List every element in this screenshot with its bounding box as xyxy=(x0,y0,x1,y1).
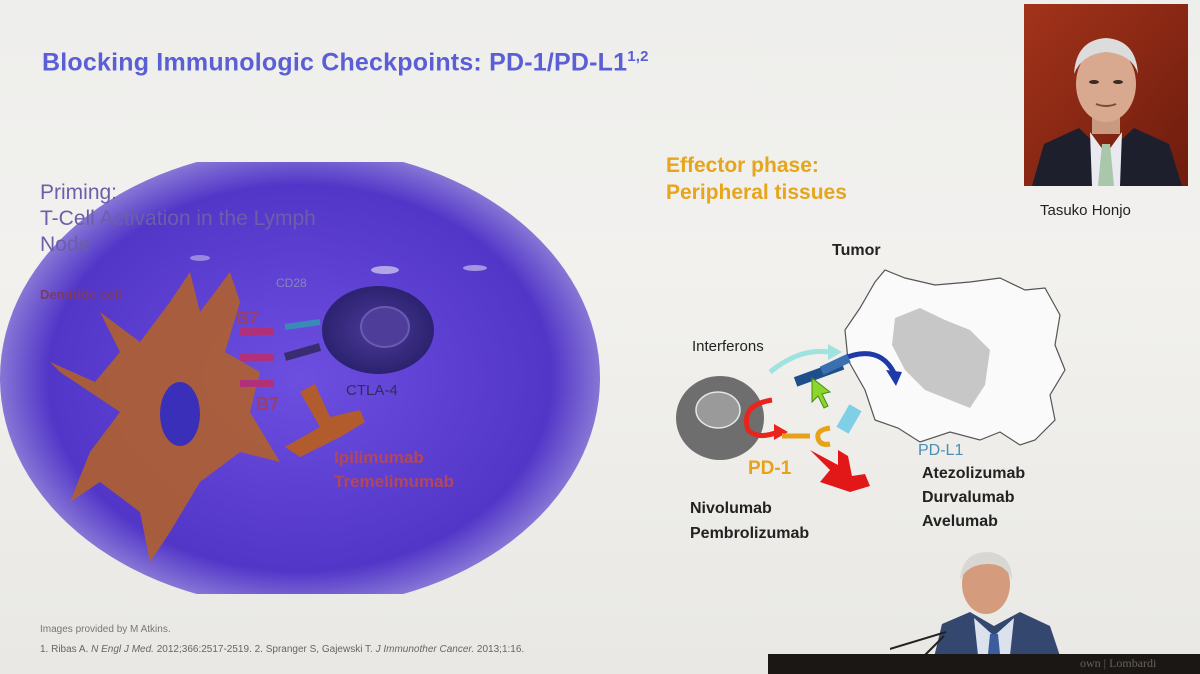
interferon-arrowhead xyxy=(828,344,842,360)
pd1-signal-arrowhead xyxy=(774,424,788,440)
ctla4-label: CTLA-4 xyxy=(346,382,398,399)
title-superscript: 1,2 xyxy=(627,48,649,65)
dendritic-nucleus xyxy=(160,382,200,446)
drug-name: Ipilimumab xyxy=(334,448,424,467)
mhc-receptor xyxy=(819,354,851,375)
drug-name: Tremelimumab xyxy=(334,472,454,491)
anti-pd1-antibody xyxy=(810,450,870,492)
tumor-core xyxy=(892,308,990,408)
b7-label: B7 xyxy=(256,394,280,414)
effector-line: Effector phase: xyxy=(666,154,819,177)
dendritic-cell-label: Dendritic cell xyxy=(40,287,122,302)
ctla4-drugs: Ipilimumab Tremelimumab xyxy=(334,446,454,494)
priming-line: Priming: xyxy=(40,181,118,204)
portrait-eye xyxy=(1089,80,1099,84)
portrait-mouth xyxy=(1095,103,1117,107)
portrait-hair xyxy=(1074,38,1138,74)
signal-arrowhead xyxy=(886,370,902,386)
anti-ctla4-antibody xyxy=(285,384,365,457)
light-fleck xyxy=(371,266,399,274)
light-fleck xyxy=(463,265,487,271)
ref-journal: J Immunother Cancer. xyxy=(375,644,475,655)
ref-journal: N Engl J Med. xyxy=(91,644,154,655)
pdl1-label: PD-L1 xyxy=(918,442,964,459)
portrait-photo xyxy=(1024,4,1188,186)
portrait-face xyxy=(1076,46,1136,122)
drug-name: Pembrolizumab xyxy=(690,525,810,542)
b7-label: B7 xyxy=(236,308,260,328)
t-cell-nucleus xyxy=(360,306,410,348)
podium-sign: own | Lombardi xyxy=(1080,656,1157,670)
priming-diagram xyxy=(0,162,600,594)
ctla4-receptor xyxy=(283,343,322,361)
slide-title: Blocking Immunologic Checkpoints: PD-1/P… xyxy=(42,48,649,77)
portrait-tie xyxy=(1098,144,1114,186)
effector-line: Peripheral tissues xyxy=(666,181,847,204)
pd1-cup xyxy=(815,425,831,447)
slide-title-text: Blocking Immunologic Checkpoints: PD-1/P… xyxy=(42,48,628,77)
speaker-head xyxy=(962,554,1010,614)
priming-line: Node xyxy=(40,233,91,256)
pdl1-drug-list: Atezolizumab Durvalumab Avelumab xyxy=(922,462,1025,534)
tumor-label: Tumor xyxy=(832,242,881,259)
light-fleck xyxy=(190,255,210,261)
ref-text: 2013;1:16. xyxy=(474,644,525,655)
cd28-label: CD28 xyxy=(276,276,307,290)
pd1-label: PD-1 xyxy=(748,458,792,479)
b7-bar xyxy=(240,328,274,335)
drug-name: Durvalumab xyxy=(922,489,1015,506)
pd1-drug-list: Nivolumab Pembrolizumab xyxy=(690,496,809,546)
portrait-caption: Tasuko Honjo xyxy=(1040,202,1131,219)
ref-text: 2012;366:2517-2519. 2. Spranger S, Gajew… xyxy=(153,644,376,655)
cd28-receptor xyxy=(284,319,321,330)
priming-line: T-Cell Activation in the Lymph xyxy=(40,207,316,230)
image-credit: Images provided by M Atkins. xyxy=(40,624,171,635)
portrait-eye xyxy=(1113,80,1123,84)
drug-name: Atezolizumab xyxy=(922,465,1026,482)
pd1-signal-arrow xyxy=(744,397,779,438)
interferon-arrow xyxy=(768,348,829,374)
interferons-label: Interferons xyxy=(692,338,764,355)
references: 1. Ribas A. N Engl J Med. 2012;366:2517-… xyxy=(40,644,524,655)
speaker-hair xyxy=(960,552,1012,580)
cursor-icon xyxy=(811,376,832,409)
drug-name: Avelumab xyxy=(922,513,998,530)
microphone-stand xyxy=(890,631,947,651)
b7-bar xyxy=(240,380,274,387)
podium xyxy=(768,654,1200,674)
priming-heading: Priming: T-Cell Activation in the Lymph … xyxy=(40,180,316,258)
pdl1-ligand xyxy=(836,404,862,434)
effector-diagram xyxy=(676,269,1066,492)
ref-text: 1. Ribas A. xyxy=(40,644,92,655)
b7-bar xyxy=(240,354,274,361)
effector-t-cell-nucleus xyxy=(695,391,741,429)
drug-name: Nivolumab xyxy=(690,500,772,517)
effector-heading: Effector phase: Peripheral tissues xyxy=(666,152,847,206)
